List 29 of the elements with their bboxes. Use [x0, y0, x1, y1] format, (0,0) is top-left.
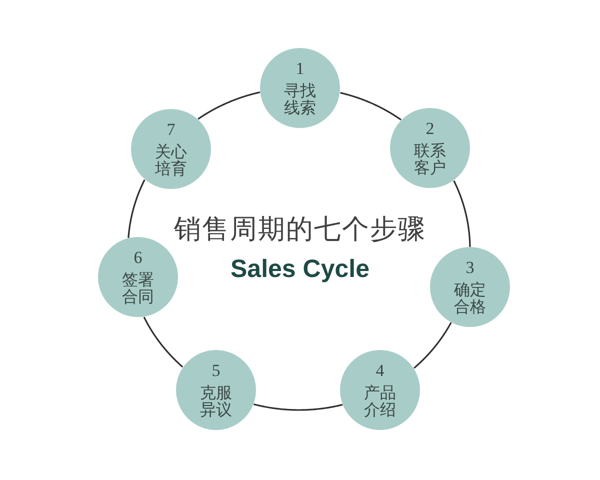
step-label: 关心培育	[154, 143, 188, 177]
step-circle	[176, 350, 256, 430]
step-label: 联系客户	[413, 142, 447, 176]
ring-arc	[198, 91, 260, 120]
ring-arc	[128, 179, 146, 238]
step-circle	[340, 350, 420, 430]
step-circle	[430, 247, 510, 327]
step-label: 确定合格	[453, 281, 487, 315]
step-circle	[390, 108, 470, 188]
step-label: 寻找线索	[283, 82, 317, 116]
step-label: 克服异议	[199, 384, 233, 418]
step-number: 4	[376, 362, 384, 380]
step-number: 2	[426, 120, 434, 138]
step-number: 5	[212, 362, 220, 380]
ring-arc	[254, 403, 343, 411]
step-number: 7	[166, 121, 176, 139]
step-number: 3	[466, 259, 474, 277]
step-label: 签署合同	[121, 271, 155, 305]
ring-arc	[414, 322, 452, 369]
ring-arc	[340, 92, 402, 120]
ring-arc	[143, 316, 184, 368]
step-circle	[260, 48, 340, 128]
diagram-title: 销售周期的七个步骤	[174, 214, 426, 245]
step-number: 1	[296, 60, 304, 78]
step-circle	[131, 109, 211, 189]
subtitle-text: Sales Cycle	[230, 255, 370, 283]
ring-arc	[453, 180, 471, 248]
step-label: 产品介绍	[363, 384, 397, 418]
step-number: 6	[134, 249, 142, 267]
